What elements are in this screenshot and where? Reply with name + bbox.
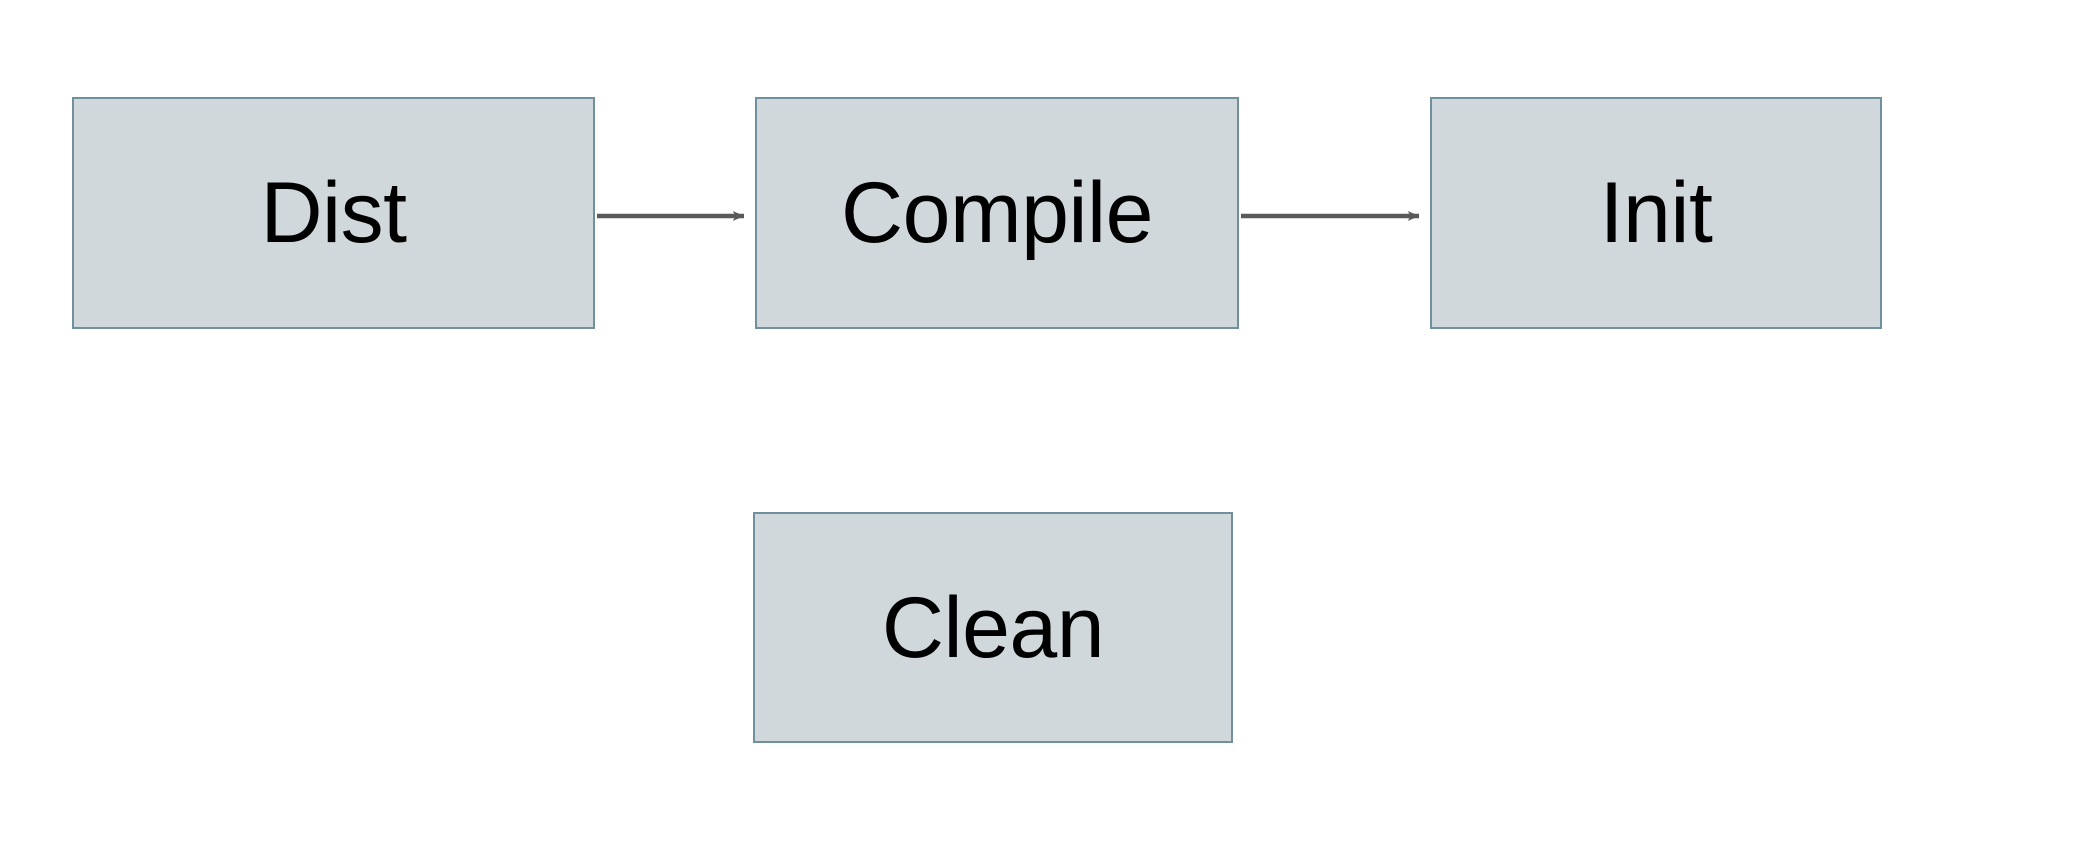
- node-compile[interactable]: Compile: [755, 97, 1239, 329]
- node-init[interactable]: Init: [1430, 97, 1882, 329]
- node-clean-label: Clean: [881, 579, 1105, 676]
- node-dist[interactable]: Dist: [72, 97, 595, 329]
- node-clean[interactable]: Clean: [753, 512, 1233, 743]
- node-init-label: Init: [1599, 165, 1713, 261]
- node-compile-label: Compile: [841, 165, 1153, 261]
- node-dist-label: Dist: [260, 165, 407, 261]
